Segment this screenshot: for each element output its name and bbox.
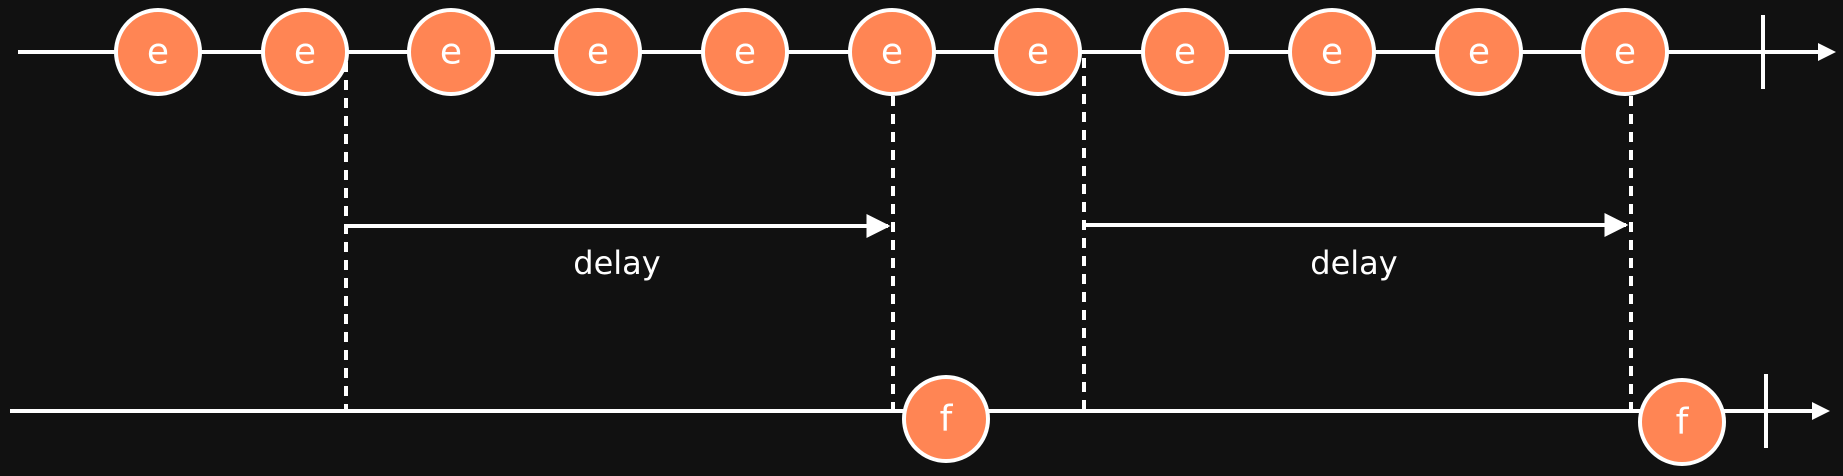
svg-text:e: e [147,32,169,73]
svg-text:e: e [1321,32,1343,73]
dashed-guides [344,58,1633,411]
source-marble: e [407,8,495,96]
svg-text:e: e [1614,32,1636,73]
delay-label-2: delay [1310,244,1397,282]
source-marble: e [114,8,202,96]
svg-text:e: e [294,32,316,73]
source-timeline-arrowhead [1818,43,1836,61]
output-marble: f [1638,378,1726,466]
output-marbles: f f [902,375,1726,466]
source-marble: e [701,8,789,96]
source-marble: e [1288,8,1376,96]
output-marble: f [902,375,990,463]
svg-text:e: e [440,32,462,73]
delay-arrows: delay delay [348,213,1629,282]
delay-label-1: delay [573,244,660,282]
svg-text:e: e [734,32,756,73]
source-marbles: e e e e e e e e [114,8,1669,96]
source-marble: e [261,8,349,96]
svg-text:e: e [587,32,609,73]
source-marble: e [1141,8,1229,96]
svg-text:e: e [1468,32,1490,73]
source-marble: e [1581,8,1669,96]
source-marble: e [1435,8,1523,96]
source-marble: e [848,8,936,96]
source-marble: e [554,8,642,96]
svg-text:e: e [881,32,903,73]
source-marble: e [994,8,1082,96]
svg-text:f: f [940,399,954,440]
output-timeline-arrowhead [1812,402,1830,420]
svg-text:f: f [1676,402,1690,443]
svg-text:e: e [1027,32,1049,73]
svg-text:e: e [1174,32,1196,73]
